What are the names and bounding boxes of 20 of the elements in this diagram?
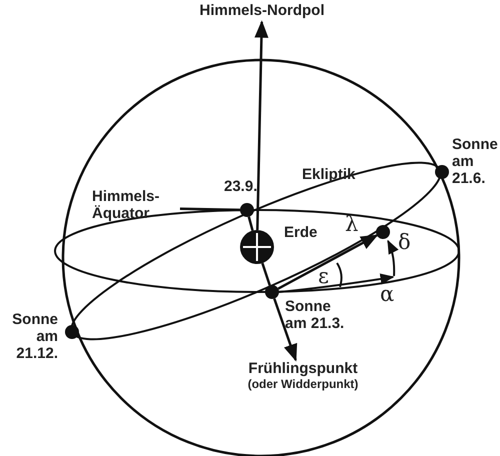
axis-line [261,262,271,286]
point-label: Himmels-Äquator [92,188,161,222]
date-label: Sonne am 21.12. [11,311,58,362]
angle-symbol: α [380,284,394,305]
curve-label: Ekliptik [302,166,356,183]
axis-line [180,208,240,212]
arrow [254,20,268,230]
angle-symbol: δ [398,232,411,253]
arrow [278,234,378,290]
point-label: Frühlingspunkt [247,360,359,377]
date-label: 23.9. [224,178,258,195]
arrow [273,298,298,362]
axis-line [248,216,254,231]
point-label: Himmels-Nordpol [198,2,326,19]
date-label: Sonne am 21.6. [452,136,499,187]
note-text: (oder Widderpunkt) [246,377,360,391]
angle-symbol: λ [345,214,358,235]
date-label: Sonne am 21.3. [285,298,346,332]
angle-symbol: ε [318,266,329,287]
earth-label: Erde [284,224,318,241]
